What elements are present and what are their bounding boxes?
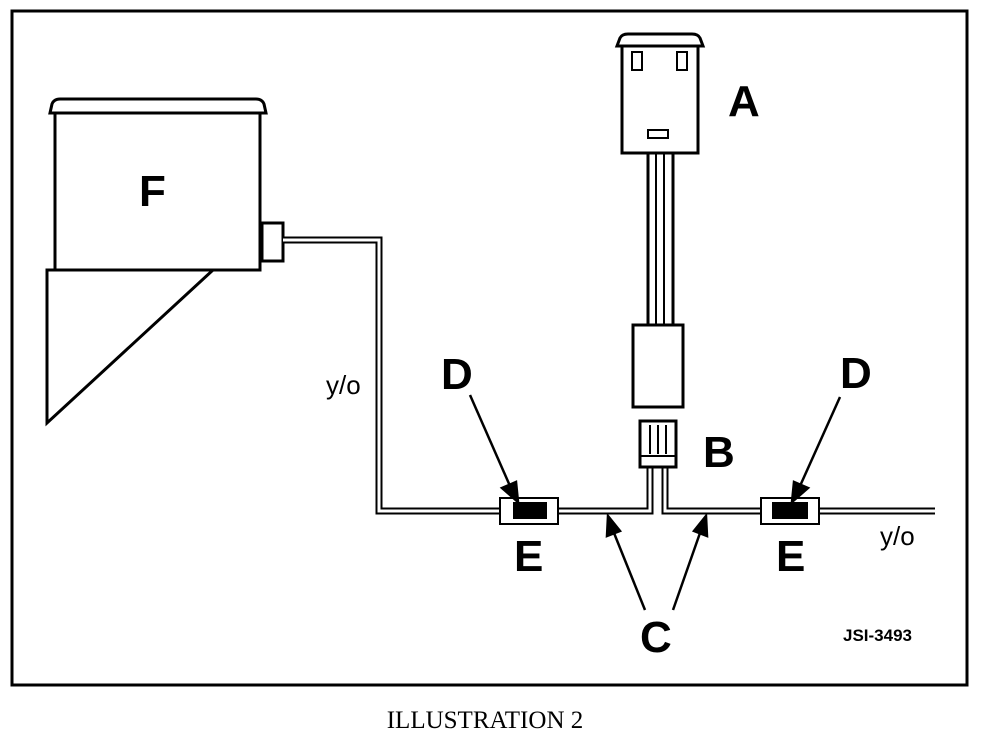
figure-caption: ILLUSTRATION 2 xyxy=(387,707,584,734)
housing-body xyxy=(53,111,262,272)
leader-arrows xyxy=(468,394,842,611)
callout-f: F xyxy=(139,167,166,216)
switch-clip-left xyxy=(631,51,643,71)
component-a xyxy=(614,32,706,155)
callout-a: A xyxy=(728,77,760,126)
housing-connector xyxy=(260,221,285,263)
arrow-d-left xyxy=(468,394,512,487)
splice-right xyxy=(760,497,820,525)
arrow-d-right xyxy=(798,396,842,487)
arrow-c-right xyxy=(671,532,702,611)
callout-d-left: D xyxy=(441,350,473,399)
wiring-harness xyxy=(283,152,935,515)
callout-b: B xyxy=(703,428,735,477)
callout-e-right: E xyxy=(776,532,805,581)
callout-e-left: E xyxy=(514,532,543,581)
housing-lid xyxy=(48,97,268,115)
reference-code: JSI-3493 xyxy=(843,626,912,645)
arrow-c-left xyxy=(612,532,647,611)
callout-c: C xyxy=(640,613,672,662)
cable-plug xyxy=(631,323,685,409)
wire-label-left: y/o xyxy=(326,370,361,400)
wire-label-right: y/o xyxy=(880,521,915,551)
switch-cap xyxy=(614,32,706,48)
switch-slot xyxy=(647,129,669,139)
callout-d-right: D xyxy=(840,349,872,398)
splice-left xyxy=(499,497,559,525)
splice-core-right xyxy=(772,502,808,519)
splice-core-left xyxy=(513,502,547,519)
component-b xyxy=(638,419,678,469)
component-f xyxy=(45,97,285,427)
switch-clip-right xyxy=(676,51,688,71)
